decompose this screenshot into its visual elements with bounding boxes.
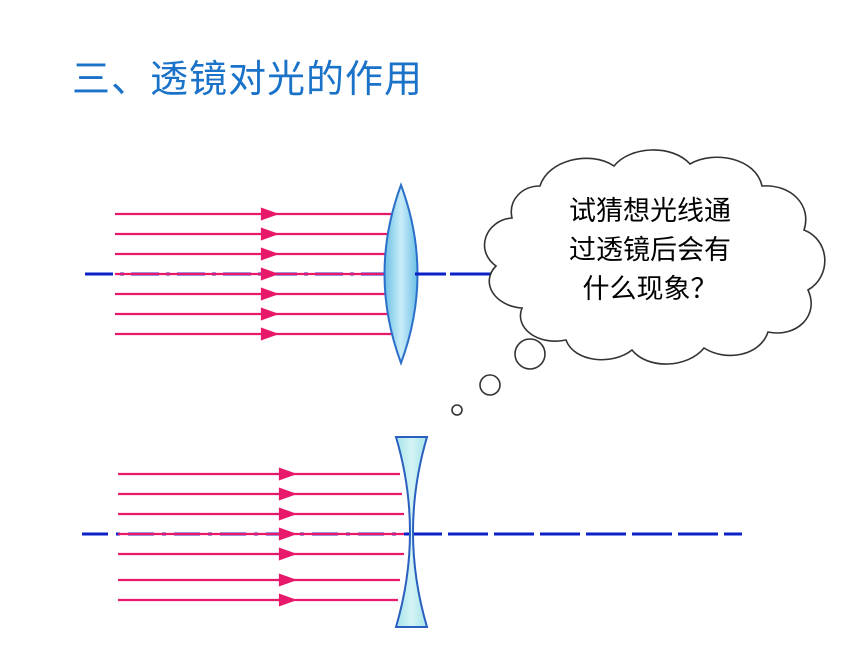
thought-dot-large [514, 338, 546, 370]
thought-dot-small [451, 404, 463, 416]
page-title: 三、透镜对光的作用 [72, 57, 424, 101]
thought-bubble [451, 149, 826, 416]
thought-bubble-text: 试猜想光线通 过透镜后会有 什么现象？ [520, 192, 780, 309]
concave-lens [394, 436, 429, 628]
thought-cloud [483, 149, 826, 365]
thought-line-1: 试猜想光线通 [569, 196, 731, 227]
convex-incident-rays [115, 207, 395, 341]
convex-lens-setup [85, 182, 492, 366]
convex-lens [383, 182, 419, 366]
concave-incident-rays [118, 467, 404, 607]
thought-dot-medium [479, 374, 501, 396]
thought-line-2: 过透镜后会有 [569, 235, 731, 266]
concave-lens-setup [82, 436, 742, 628]
thought-line-3: 什么现象？ [582, 274, 718, 305]
